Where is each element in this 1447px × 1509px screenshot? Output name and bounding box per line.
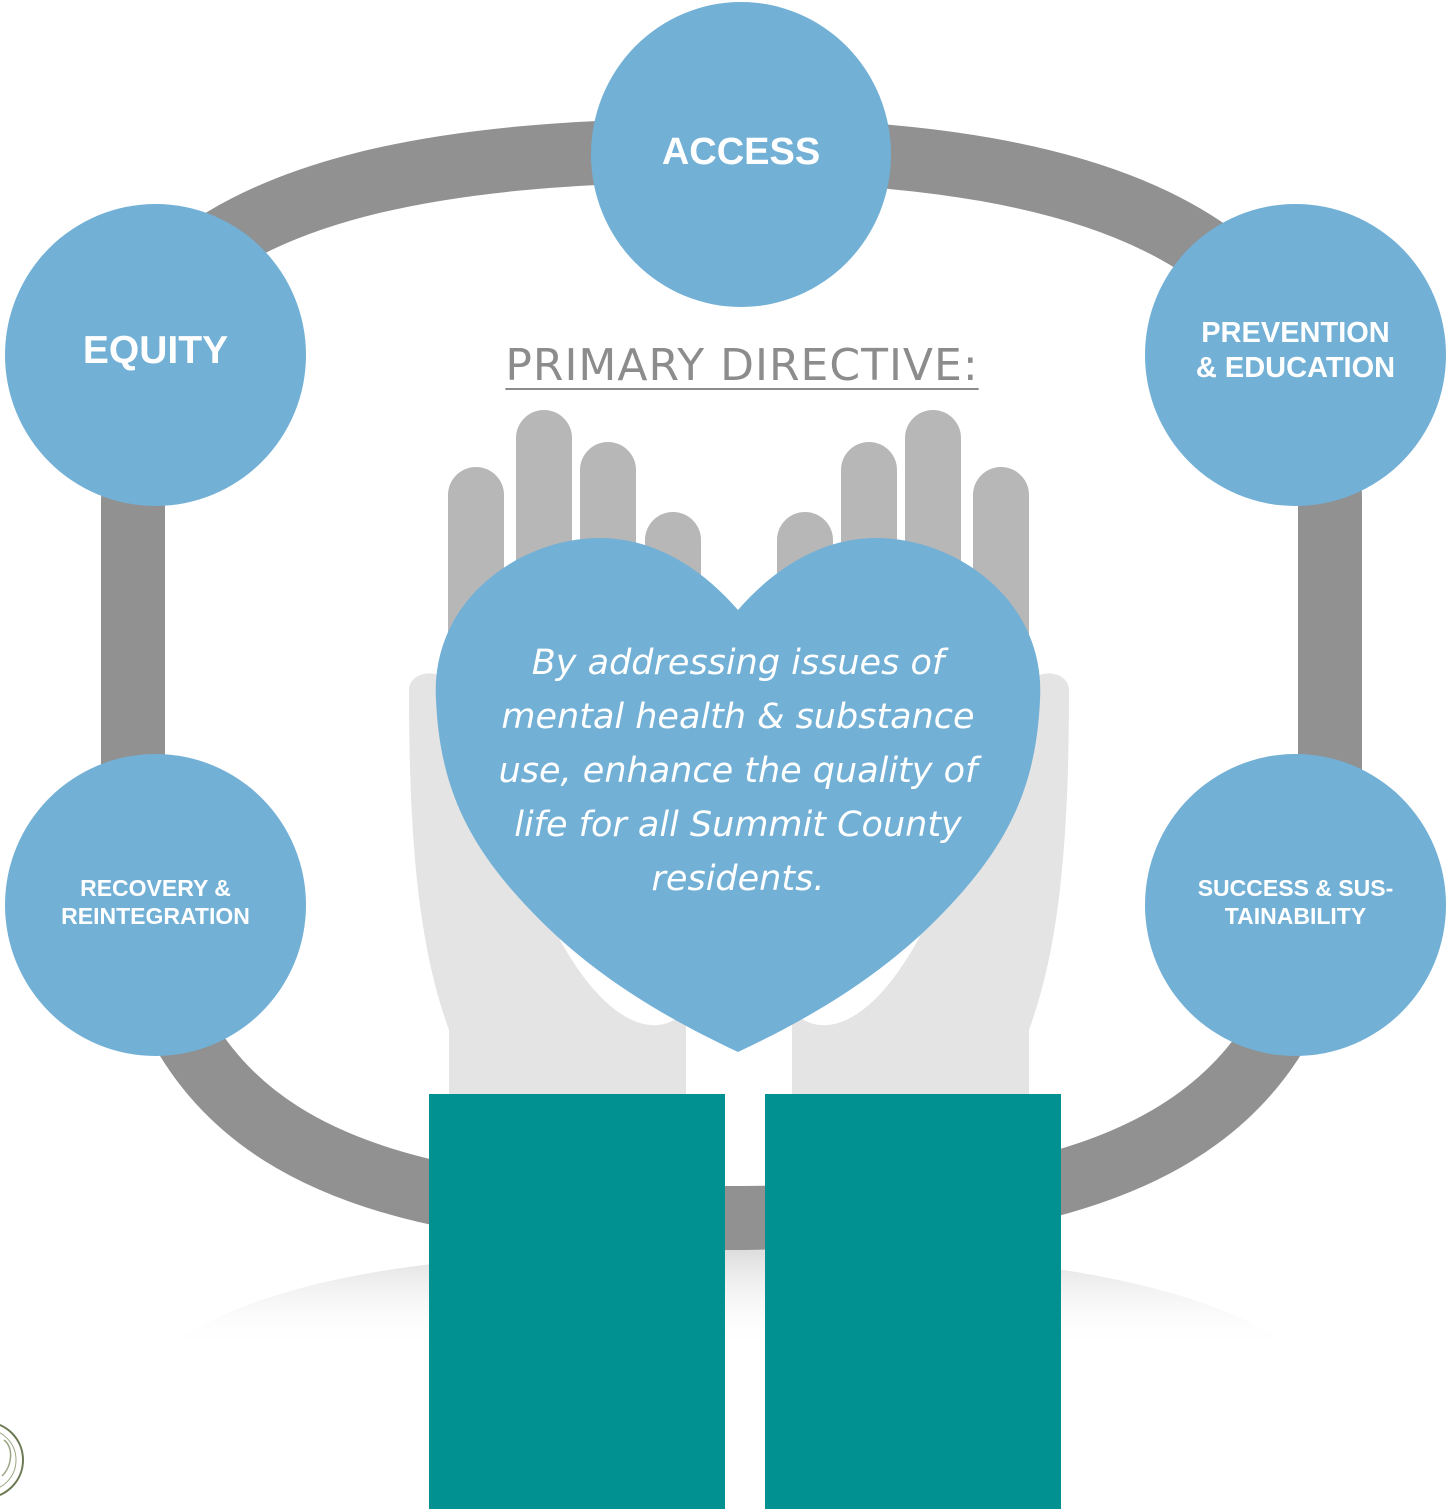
recovery-reintegration-label: RECOVERY & REINTEGRATION — [61, 875, 250, 929]
seal-logo-icon — [0, 1424, 24, 1496]
access-label: ACCESS — [661, 131, 821, 173]
success-sustainability-label: SUCCESS & SUS- TAINABILITY — [1197, 875, 1394, 929]
success-sustainability-circle: SUCCESS & SUS- TAINABILITY — [1145, 754, 1446, 1056]
ring-reflection — [185, 1250, 1275, 1350]
access-circle: ACCESS — [591, 2, 891, 307]
equity-label: EQUITY — [82, 328, 229, 372]
directive-statement: By addressing issues of mental health & … — [498, 643, 978, 899]
prevention-education-label: PREVENTION & EDUCATION — [1195, 317, 1396, 384]
prevention-education-circle: PREVENTION & EDUCATION — [1145, 204, 1446, 506]
equity-circle: EQUITY — [5, 204, 306, 506]
left-sleeve — [429, 1094, 725, 1509]
directive-title: PRIMARY DIRECTIVE: — [505, 340, 979, 391]
recovery-reintegration-circle: RECOVERY & REINTEGRATION — [5, 754, 306, 1056]
right-sleeve — [765, 1094, 1061, 1509]
heart-icon — [435, 538, 1041, 1052]
